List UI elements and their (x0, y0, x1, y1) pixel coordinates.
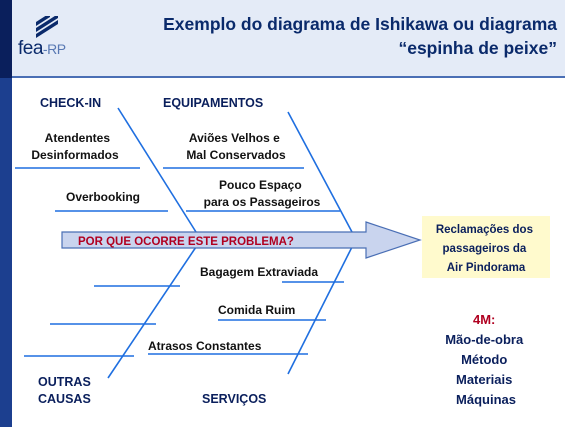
effect-line-2: passageiros da (443, 243, 527, 255)
cause-overbooking: Overbooking (66, 190, 140, 204)
cause-bagagem: Bagagem Extraviada (200, 265, 318, 279)
category-servicos: SERVIÇOS (202, 392, 266, 406)
bone-equipamentos (287, 111, 353, 233)
title-bar: fea-RP Exemplo do diagrama de Ishikawa o… (12, 0, 565, 78)
title-line-2: “espinha de peixe” (398, 38, 557, 58)
bone-servicos (287, 246, 353, 375)
category-check-in: CHECK-IN (40, 96, 101, 110)
four-m-item-3: Materiais (456, 372, 512, 387)
spine-label: POR QUE OCORRE ESTE PROBLEMA? (78, 236, 294, 248)
fea-rp-logo: fea-RP (18, 16, 88, 66)
spine-arrow (61, 221, 422, 259)
cause-pouco-espaco-line-2: para os Passageiros (204, 195, 321, 209)
logo-text: fea-RP (18, 38, 66, 60)
logo-main: fea (18, 38, 43, 59)
effect-line-1: Reclamações dos (436, 224, 533, 236)
cause-atendentes-line-2: Desinformados (31, 148, 119, 162)
effect-text: Reclamações dos passageiros da Air Pindo… (436, 224, 536, 274)
cause-comida: Comida Ruim (218, 303, 295, 317)
bone-outras-causas (107, 246, 197, 379)
four-m-item-1: Mão-de-obra (445, 332, 524, 347)
logo-suffix: -RP (42, 41, 66, 57)
cause-pouco-espaco: Pouco Espaço para os Passageiros (204, 178, 321, 209)
effect-box (422, 216, 550, 278)
four-m-heading: 4M: (473, 312, 495, 327)
category-outras-causas: OUTRAS CAUSAS (38, 375, 94, 406)
cause-atendentes-line-1: Atendentes (45, 131, 111, 145)
cause-atendentes: Atendentes Desinformados (31, 131, 119, 162)
category-equipamentos: EQUIPAMENTOS (163, 96, 263, 110)
cause-avioes: Aviões Velhos e Mal Conservados (186, 131, 286, 162)
cause-pouco-espaco-line-1: Pouco Espaço (219, 178, 302, 192)
logo-mark-icon (36, 16, 58, 38)
sidebar-accent (0, 78, 12, 427)
page-title: Exemplo do diagrama de Ishikawa ou diagr… (132, 12, 557, 60)
four-m-block: 4M: Mão-de-obra Método Materiais Máquina… (445, 312, 527, 407)
four-m-item-2: Método (461, 352, 507, 367)
category-outras-line-2: CAUSAS (38, 392, 91, 406)
cause-atrasos: Atrasos Constantes (148, 339, 262, 353)
cause-avioes-line-1: Aviões Velhos e (189, 131, 280, 145)
four-m-item-4: Máquinas (456, 392, 516, 407)
bone-check-in (117, 107, 197, 233)
effect-line-3: Air Pindorama (447, 262, 526, 274)
category-outras-line-1: OUTRAS (38, 375, 91, 389)
title-line-1: Exemplo do diagrama de Ishikawa ou diagr… (163, 14, 557, 34)
cause-avioes-line-2: Mal Conservados (186, 148, 286, 162)
